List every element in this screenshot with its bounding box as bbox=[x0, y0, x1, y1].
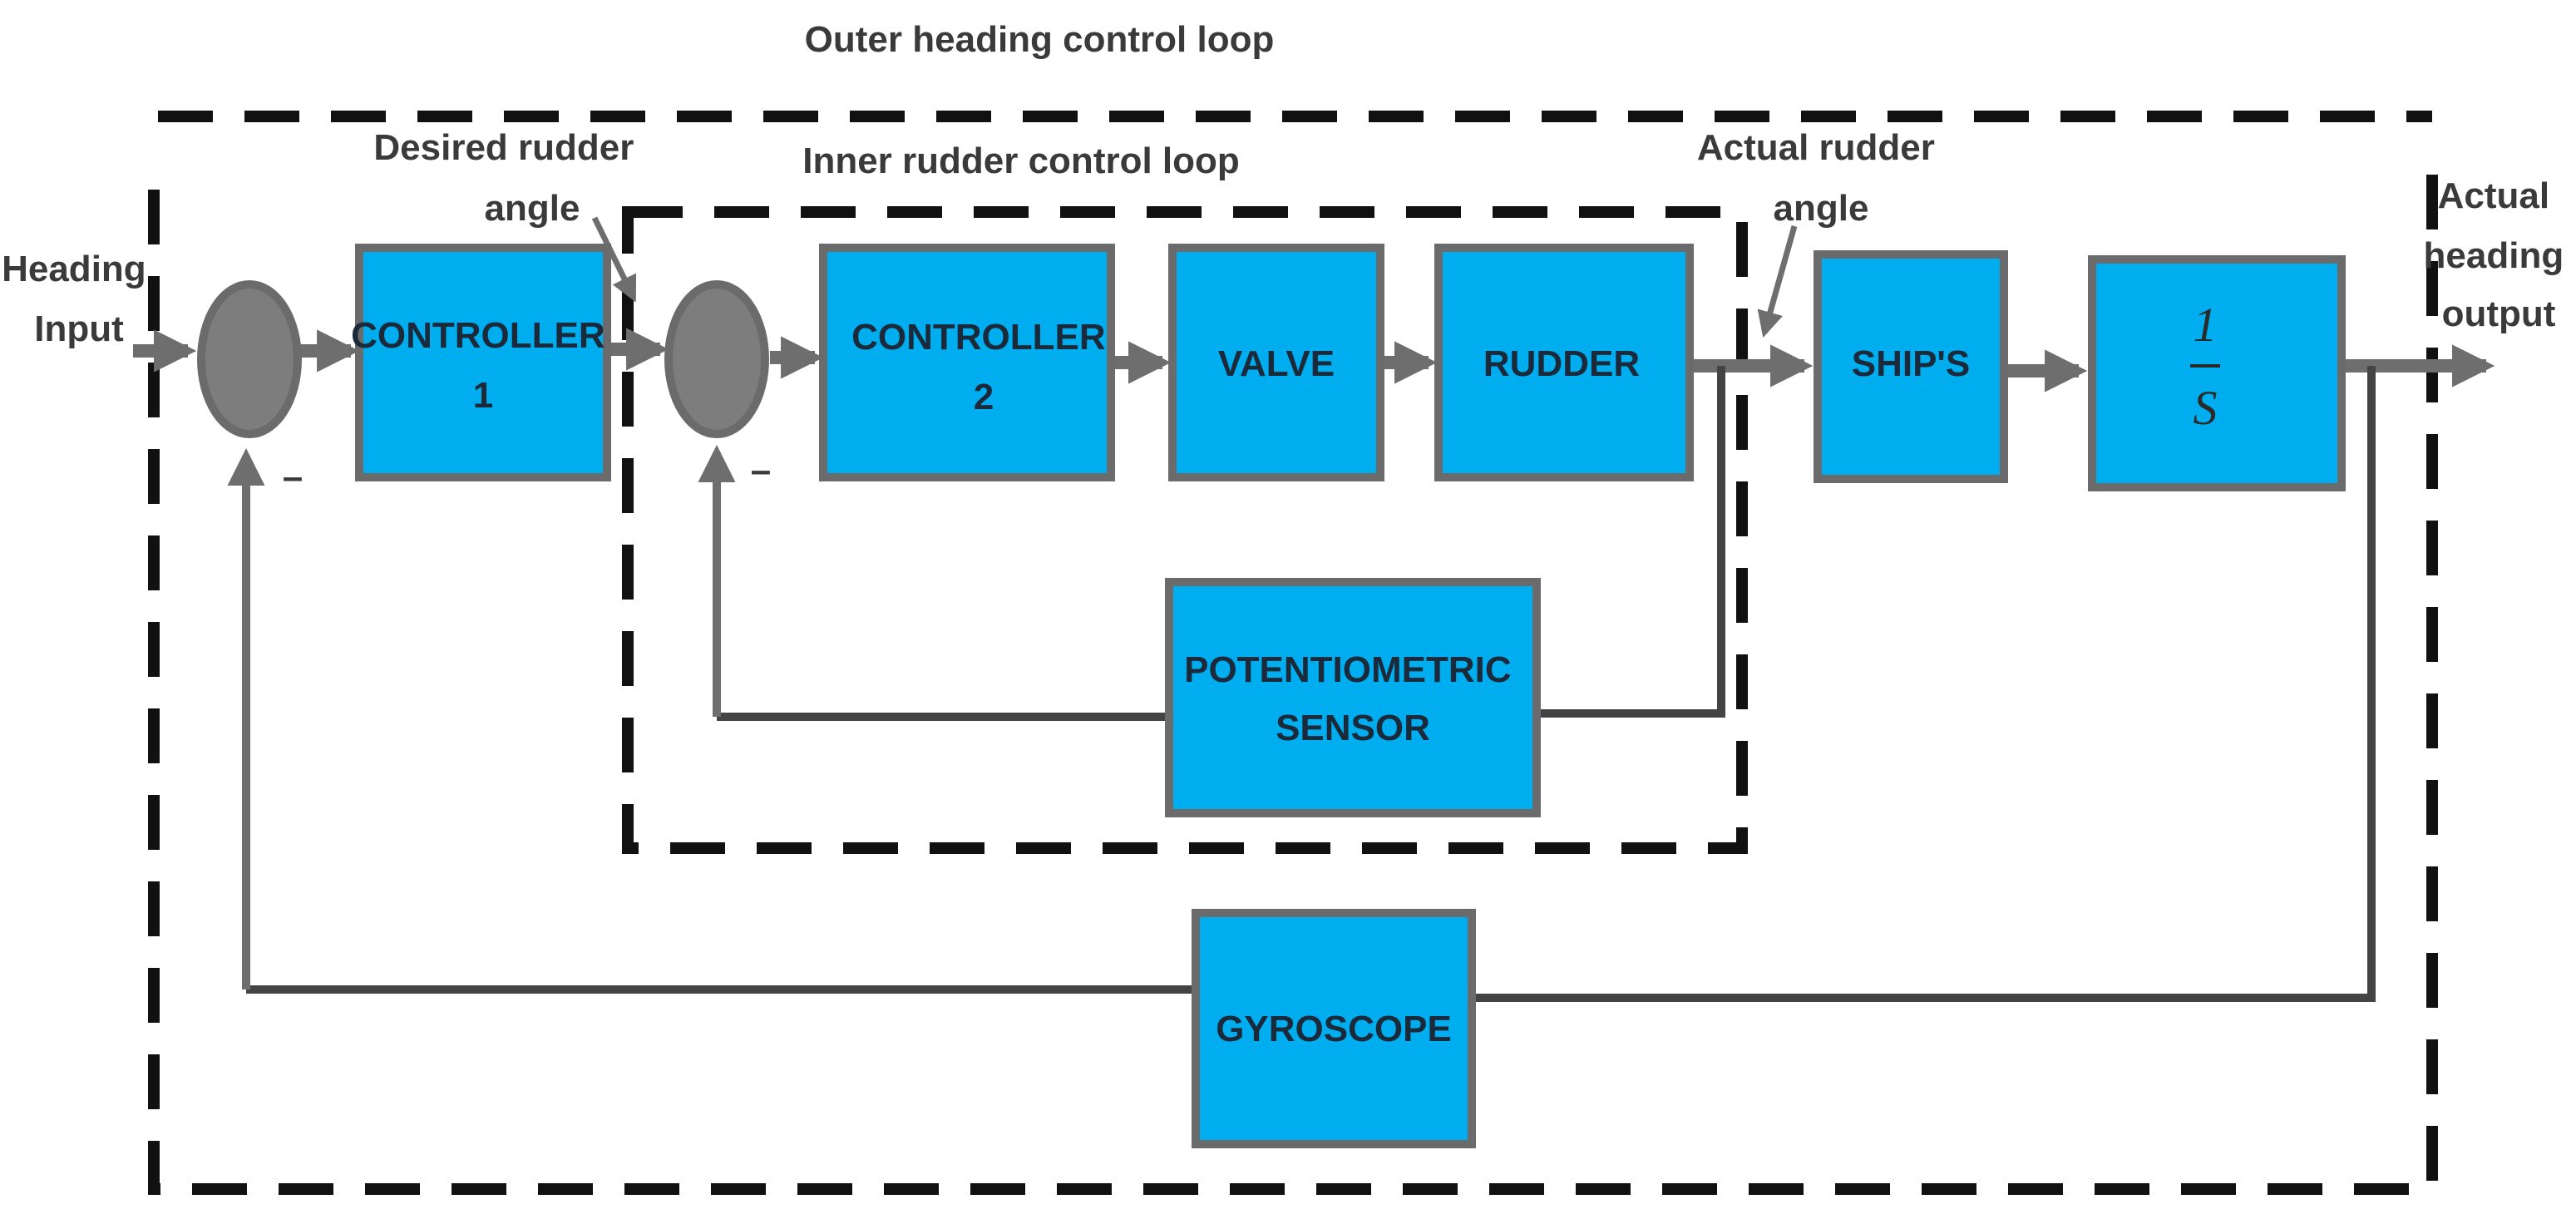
minus-sign-outer: – bbox=[283, 456, 303, 497]
actual-rudder-label: Actual rudder angle bbox=[1697, 127, 1945, 229]
heading-output-label: Actual heading output bbox=[2424, 175, 2574, 334]
valve-block: VALVE bbox=[1168, 244, 1384, 481]
inner-loop-title: Inner rudder control loop bbox=[802, 141, 1240, 181]
desired-rudder-pointer bbox=[591, 216, 637, 303]
integrator-numerator: 1 bbox=[2194, 298, 2218, 352]
outer-loop-border bbox=[148, 111, 2438, 1195]
integrator-block: 1 S bbox=[2088, 255, 2346, 491]
svg-text:RUDDER: RUDDER bbox=[1483, 343, 1640, 384]
summing-junction-outer bbox=[197, 280, 302, 438]
controller2-block: CONTROLLER 2 bbox=[819, 244, 1116, 481]
svg-text:VALVE: VALVE bbox=[1218, 343, 1335, 384]
outer-loop-title: Outer heading control loop bbox=[805, 19, 1275, 60]
desired-rudder-label: Desired rudder angle bbox=[373, 127, 644, 229]
potentiometric-sensor-block: POTENTIOMETRIC SENSOR bbox=[1165, 578, 1541, 817]
inner-feedback-pickoff bbox=[1537, 366, 1725, 718]
svg-text:POTENTIOMETRIC SENSOR: POTENTIOMETRIC SENSOR bbox=[1184, 649, 1522, 748]
actual-rudder-pointer bbox=[1757, 225, 1798, 338]
rudder-block: RUDDER bbox=[1434, 244, 1694, 481]
svg-text:CONTROLLER 1: CONTROLLER 1 bbox=[351, 315, 615, 416]
svg-text:GYROSCOPE: GYROSCOPE bbox=[1216, 1009, 1452, 1049]
svg-text:SHIP'S: SHIP'S bbox=[1852, 343, 1971, 384]
inner-loop-border bbox=[622, 206, 1748, 854]
ships-block: SHIP'S bbox=[1814, 250, 2008, 483]
minus-sign-inner: – bbox=[751, 450, 771, 491]
controller1-block: CONTROLLER 1 bbox=[351, 244, 615, 481]
svg-text:CONTROLLER 2: CONTROLLER 2 bbox=[851, 317, 1116, 417]
heading-input-label: Heading Input bbox=[2, 249, 156, 349]
gyroscope-block: GYROSCOPE bbox=[1192, 909, 1476, 1148]
outer-feedback-pickoff bbox=[1472, 366, 2376, 1002]
summing-junction-inner bbox=[664, 280, 769, 438]
integrator-denominator: S bbox=[2194, 381, 2218, 435]
